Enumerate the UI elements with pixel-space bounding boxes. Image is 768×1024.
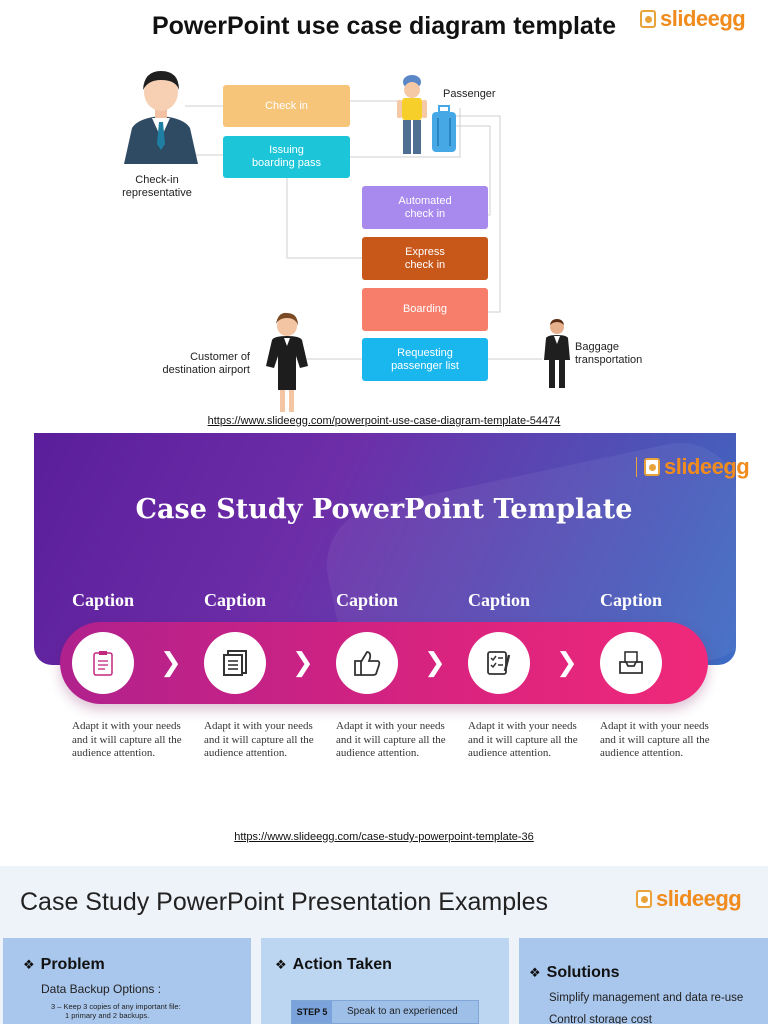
actor-label-passenger: Passenger <box>443 88 496 100</box>
step-4-circle <box>468 632 530 694</box>
caption-4: Caption <box>468 590 531 610</box>
baggage-handler-icon <box>544 319 570 388</box>
description-4: Adapt it with your needs and it will cap… <box>468 720 578 759</box>
use-case-diagram-section: PowerPoint use case diagram template sli… <box>0 0 768 432</box>
description-1: Adapt it with your needs and it will cap… <box>72 720 182 759</box>
step-3-circle <box>336 632 398 694</box>
solutions-line-2: Control storage cost <box>549 1014 652 1024</box>
caption-2: Caption <box>204 590 267 610</box>
solutions-line-1: Simplify management and data re-use <box>549 992 744 1004</box>
logo-divider <box>636 457 637 477</box>
checklist-icon <box>487 651 511 675</box>
slideegg-logo-text: slideegg <box>656 886 742 911</box>
customer-icon <box>266 312 308 412</box>
step-1-circle <box>72 632 134 694</box>
use-case-boarding: Boarding <box>362 288 488 331</box>
use-case-check-in: Check in <box>223 85 350 127</box>
slideegg-logo-icon <box>636 890 652 908</box>
slideegg-logo: slideegg <box>640 6 746 32</box>
solutions-heading: ❖Solutions <box>529 964 620 981</box>
step-text: Speak to an experienced <box>347 1006 458 1017</box>
slideegg-logo: slideegg <box>636 886 742 912</box>
action-taken-card: ❖Action Taken STEP 5 Speak to an experie… <box>261 938 509 1024</box>
slideegg-logo-text: slideegg <box>660 6 746 31</box>
chevron-right-icon: ❯ <box>424 648 446 678</box>
passenger-icon <box>397 75 456 154</box>
step-number: STEP 5 <box>292 1001 332 1023</box>
case-study-template-link[interactable]: https://www.slideegg.com/case-study-powe… <box>234 831 534 843</box>
slideegg-logo-icon <box>640 10 656 28</box>
actor-label-baggage: Baggage transportation <box>575 341 643 366</box>
caption-5: Caption <box>600 590 663 610</box>
document-icon <box>223 650 247 676</box>
action-heading: ❖Action Taken <box>275 956 392 973</box>
examples-title: Case Study PowerPoint Presentation Examp… <box>20 888 549 916</box>
case-study-template-section: slideegg Case Study PowerPoint Template … <box>0 432 768 852</box>
problem-detail: 3 – Keep 3 copies of any important file: <box>51 1002 181 1011</box>
step-5-circle <box>600 632 662 694</box>
caption-1: Caption <box>72 590 135 610</box>
step-row: STEP 5 Speak to an experienced <box>291 1000 479 1024</box>
diamond-bullet-icon: ❖ <box>275 957 287 972</box>
chevron-right-icon: ❯ <box>160 648 182 678</box>
connector-lines <box>185 100 542 360</box>
problem-detail-2: 1 primary and 2 backups. <box>65 1011 150 1020</box>
actor-label-customer: Customer of destination airport <box>162 351 250 376</box>
slideegg-logo: slideegg <box>636 454 750 480</box>
thumbs-up-icon <box>354 651 381 676</box>
use-case-title: PowerPoint use case diagram template <box>151 12 617 40</box>
use-case-template-link[interactable]: https://www.slideegg.com/powerpoint-use-… <box>207 415 561 427</box>
description-2: Adapt it with your needs and it will cap… <box>204 720 314 759</box>
description-3: Adapt it with your needs and it will cap… <box>336 720 446 759</box>
use-case-issuing-boarding-pass: Issuing boarding pass <box>223 136 350 178</box>
use-case-requesting-passenger-list: Requesting passenger list <box>362 338 488 381</box>
diamond-bullet-icon: ❖ <box>529 965 541 980</box>
case-study-title: Case Study PowerPoint Template <box>135 494 633 525</box>
actor-label-checkin-rep: Check-in representative <box>122 174 192 199</box>
clipboard-icon <box>93 651 113 676</box>
case-study-examples-section: Case Study PowerPoint Presentation Examp… <box>0 866 768 1024</box>
description-5: Adapt it with your needs and it will cap… <box>600 720 710 759</box>
use-case-express-check-in: Express check in <box>362 237 488 280</box>
slideegg-logo-icon <box>644 458 660 476</box>
problem-card: ❖Problem Data Backup Options : 3 – Keep … <box>3 938 251 1024</box>
diamond-bullet-icon: ❖ <box>23 957 35 972</box>
chevron-right-icon: ❯ <box>556 648 578 678</box>
problem-subheading: Data Backup Options : <box>41 982 162 996</box>
caption-3: Caption <box>336 590 399 610</box>
use-case-automated-check-in: Automated check in <box>362 186 488 229</box>
step-2-circle <box>204 632 266 694</box>
solutions-card: ❖Solutions Simplify management and data … <box>519 938 768 1024</box>
problem-heading: ❖Problem <box>23 956 105 973</box>
check-in-representative-icon <box>124 71 198 164</box>
inbox-icon <box>619 651 643 674</box>
chevron-right-icon: ❯ <box>292 648 314 678</box>
slideegg-logo-text: slideegg <box>664 454 750 479</box>
